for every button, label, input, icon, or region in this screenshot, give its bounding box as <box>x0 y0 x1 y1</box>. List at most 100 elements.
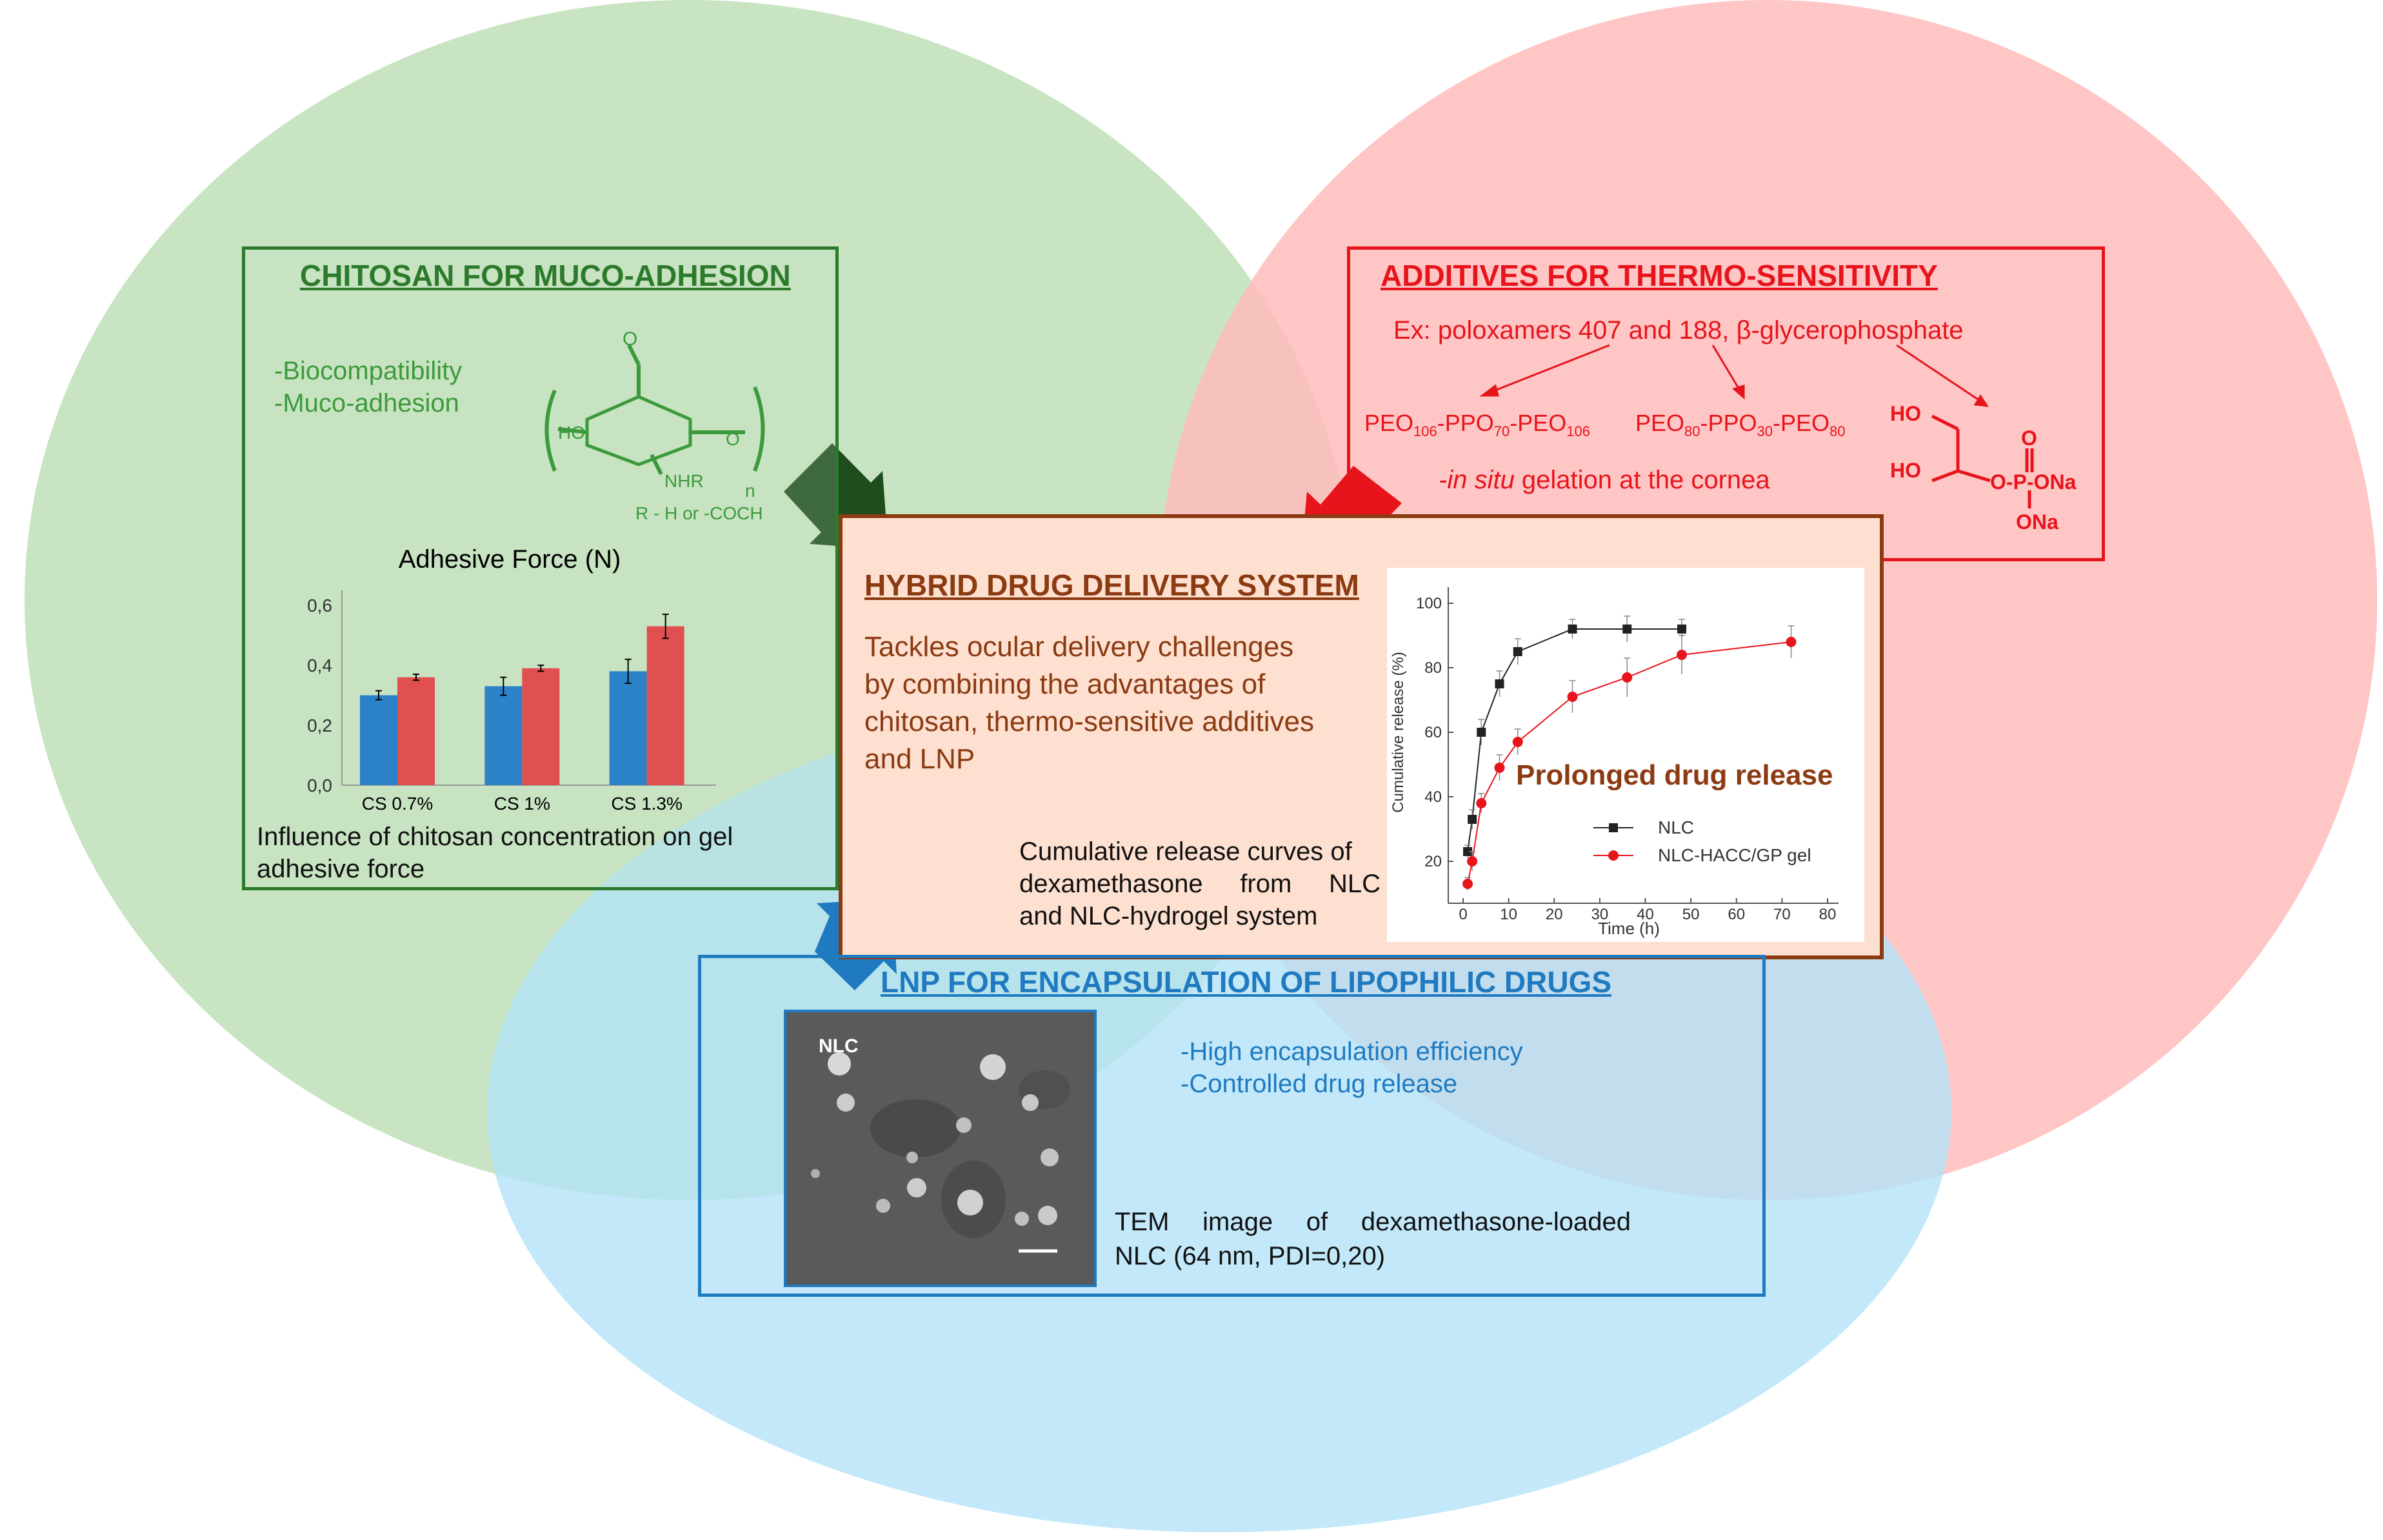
hybrid-desc-line2: by combining the advantages of <box>864 668 1266 700</box>
bar-x-category-label: CS 1.3% <box>611 794 683 814</box>
tem-image-content: NLC <box>786 1012 1094 1285</box>
chem-ho-1: HO <box>1890 402 1921 425</box>
line-chart-xlabel: Time (h) <box>1598 919 1660 938</box>
legend-nlc-label: NLC <box>1658 817 1694 837</box>
line-x-tick-label: 70 <box>1773 906 1791 923</box>
chitosan-structure: O HO NHR O n R - H or -COCH <box>544 328 765 523</box>
line-y-tick-label: 60 <box>1424 724 1442 741</box>
line-point-gel <box>1512 737 1523 747</box>
line-point-nlc <box>1568 625 1577 634</box>
line-y-tick-label: 100 <box>1416 595 1442 612</box>
tem-particle <box>956 1117 972 1133</box>
hybrid-desc-line3: chitosan, thermo-sensitive additives <box>864 706 1314 737</box>
hybrid-title: HYBRID DRUG DELIVERY SYSTEM <box>864 568 1359 602</box>
line-point-gel <box>1622 672 1633 683</box>
line-point-gel <box>1462 879 1473 889</box>
chem-n: n <box>745 481 755 501</box>
tem-nlc-label: NLC <box>819 1035 859 1057</box>
line-point-nlc <box>1463 847 1473 856</box>
tem-particle <box>811 1169 820 1178</box>
chem-ho-2: HO <box>1890 459 1921 482</box>
chem-phosphate: O-P-ONa <box>1990 470 2077 494</box>
lnp-bullet-controlled-release: -Controlled drug release <box>1181 1070 1458 1098</box>
bar-x-category-label: CS 0.7% <box>362 794 434 814</box>
tem-particle <box>876 1199 890 1213</box>
poloxamer-188-formula: PEO80-PPO30-PEO80 <box>1635 410 1846 440</box>
caption-word-of: of <box>1306 1208 1328 1236</box>
line-point-gel <box>1567 692 1578 702</box>
line-x-tick-label: 10 <box>1500 906 1517 923</box>
in-situ-gelation-text: -in situ gelation at the cornea <box>1439 466 1770 494</box>
line-point-nlc <box>1677 625 1686 634</box>
line-point-nlc <box>1468 815 1477 824</box>
line-x-tick-label: 60 <box>1728 906 1745 923</box>
caption-word-from: from <box>1240 870 1292 898</box>
prolonged-release-label: Prolonged drug release <box>1516 759 1833 791</box>
line-x-tick-label: 40 <box>1637 906 1654 923</box>
tem-particle <box>1015 1212 1029 1226</box>
bar-y-tick-label: 0,4 <box>307 655 332 675</box>
chitosan-title: CHITOSAN FOR MUCO-ADHESION <box>300 259 791 292</box>
line-point-gel <box>1476 798 1487 808</box>
line-x-tick-label: 30 <box>1591 906 1609 923</box>
lnp-caption-line2: NLC (64 nm, PDI=0,20) <box>1115 1242 1386 1270</box>
chitosan-bullet-mucoadhesion: -Muco-adhesion <box>274 389 459 417</box>
line-x-tick-label: 0 <box>1459 906 1467 923</box>
line-point-gel <box>1677 650 1687 660</box>
tem-particle <box>1022 1094 1039 1111</box>
line-point-nlc <box>1495 679 1504 688</box>
hybrid-desc-line4: and LNP <box>864 743 975 775</box>
line-chart-legend: NLC NLC-HACC/GP gel <box>1593 817 1811 865</box>
caption-word-image: image <box>1202 1208 1273 1236</box>
bar <box>609 671 647 785</box>
line-point-nlc <box>1513 647 1522 656</box>
line-x-tick-label: 80 <box>1819 906 1837 923</box>
bar <box>360 695 397 785</box>
bar <box>522 668 560 785</box>
hybrid-caption-line3: and NLC-hydrogel system <box>1019 902 1318 930</box>
caption-word-dexamethasone-loaded: dexamethasone-loaded <box>1361 1208 1631 1236</box>
hybrid-desc-line1: Tackles ocular delivery challenges <box>864 631 1294 663</box>
bar-y-tick-label: 0,0 <box>307 775 332 795</box>
lnp-title: LNP FOR ENCAPSULATION OF LIPOPHILIC DRUG… <box>881 965 1611 999</box>
chem-ona: ONa <box>2016 510 2059 534</box>
tem-particle <box>1038 1206 1057 1225</box>
line-point-gel <box>1494 763 1505 773</box>
bar <box>397 677 435 785</box>
chem-o-top: O <box>623 328 637 350</box>
tem-particle <box>907 1178 926 1197</box>
tem-particle <box>957 1190 983 1215</box>
lnp-box <box>698 955 1766 1297</box>
bar-chart-title: Adhesive Force (N) <box>399 545 621 574</box>
line-y-tick-label: 80 <box>1424 659 1442 677</box>
line-point-gel <box>1467 856 1478 866</box>
line-x-tick-label: 20 <box>1546 906 1563 923</box>
legend-gel-label: NLC-HACC/GP gel <box>1658 845 1811 865</box>
lnp-bullet-encapsulation: -High encapsulation efficiency <box>1181 1037 1523 1066</box>
caption-word-nlc: NLC <box>1328 870 1381 898</box>
bar-y-tick-label: 0,2 <box>307 715 332 735</box>
tem-image: NLC <box>784 1010 1097 1287</box>
chitosan-bullet-biocompatibility: -Biocompatibility <box>274 357 463 385</box>
glycerophosphate-structure: HO HO O O-P-ONa ONa <box>1890 402 2077 534</box>
legend-nlc-marker <box>1609 823 1618 832</box>
chitosan-caption-line1: Influence of chitosan concentration on g… <box>257 823 733 851</box>
bar <box>646 626 684 785</box>
hybrid-caption-line1: Cumulative release curves of <box>1019 837 1352 866</box>
chem-o-ring: O <box>726 429 740 449</box>
bar-y-tick-label: 0,6 <box>307 595 332 615</box>
line-series-nlc <box>1467 628 1682 852</box>
tem-particle <box>906 1152 918 1163</box>
tem-particle <box>1041 1148 1059 1166</box>
chem-ho: HO <box>558 423 585 443</box>
chitosan-caption-line2: adhesive force <box>257 855 425 883</box>
line-point-nlc <box>1622 625 1632 634</box>
chem-nhr: NHR <box>664 471 704 491</box>
legend-gel-marker <box>1608 850 1619 861</box>
tem-particle <box>837 1094 855 1112</box>
additives-examples: Ex: poloxamers 407 and 188, β-glyceropho… <box>1393 316 1964 345</box>
